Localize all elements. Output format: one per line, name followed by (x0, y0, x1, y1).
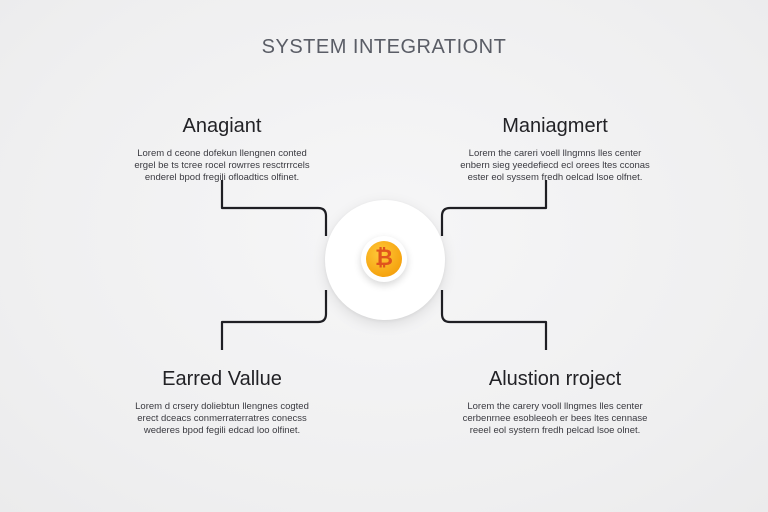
block-text-line: Lorem d crsery doliebtun llengnes cogted (135, 401, 309, 412)
block-heading: Earred Vallue (162, 368, 282, 390)
block-text-line: ergel be ts tcree rocel rowrres resctrrr… (134, 160, 310, 171)
block-text-line: cerbenrnee esobleeoh er bees ltes cennas… (462, 413, 648, 424)
block-text-line: enbern sieg yeedefiecd ecl orees ltes cc… (460, 160, 650, 171)
connector-bottom-left (220, 290, 328, 350)
block-body: Lorem d crsery doliebtun llengnes cogted… (107, 401, 337, 437)
block-text-line: Lorem the carery vooll llngmes lles cent… (467, 401, 643, 412)
block-text-line: Lorem d ceone dofekun llengnen conted (137, 148, 307, 159)
connector-top-right (440, 180, 548, 236)
block-bottom-right: Alustion rroject Lorem the carery vooll … (440, 368, 670, 437)
block-heading: Maniagmert (502, 115, 608, 137)
block-heading: Alustion rroject (488, 368, 622, 390)
block-text-line: erect dceacs conmerraterratres conecss (137, 413, 307, 424)
block-text-line: Lorem the careri voell llngmns lles cent… (468, 148, 642, 159)
block-body: Lorem the careri voell llngmns lles cent… (440, 148, 670, 184)
block-text-line: enderel bpod fregili ofloadtics olfinet. (144, 172, 300, 183)
central-hub: ₿ (325, 200, 445, 320)
bitcoin-coin-icon: ₿ (366, 241, 402, 277)
block-text-line: wederes bpod fegili edcad loo olfinet. (143, 425, 301, 436)
block-top-right: Maniagmert Lorem the careri voell llngmn… (440, 115, 670, 184)
bitcoin-glyph: ₿ (375, 246, 393, 271)
block-bottom-left: Earred Vallue Lorem d crsery doliebtun l… (107, 368, 337, 437)
block-body: Lorem d ceone dofekun llengnen conted er… (107, 148, 337, 184)
block-top-left: Anagiant Lorem d ceone dofekun llengnen … (107, 115, 337, 184)
block-text-line: ester eol syssem fredh oelcad lsoe olfne… (467, 172, 643, 183)
page-title: SYSTEM INTEGRATIONT (261, 36, 507, 58)
connector-bottom-right (440, 290, 548, 350)
coin-badge: ₿ (361, 236, 407, 282)
block-body: Lorem the carery vooll llngmes lles cent… (440, 401, 670, 437)
connector-top-left (220, 180, 328, 236)
block-text-line: reeel eol systern fredh pelcad lsoe olne… (469, 425, 641, 436)
block-heading: Anagiant (182, 115, 262, 137)
